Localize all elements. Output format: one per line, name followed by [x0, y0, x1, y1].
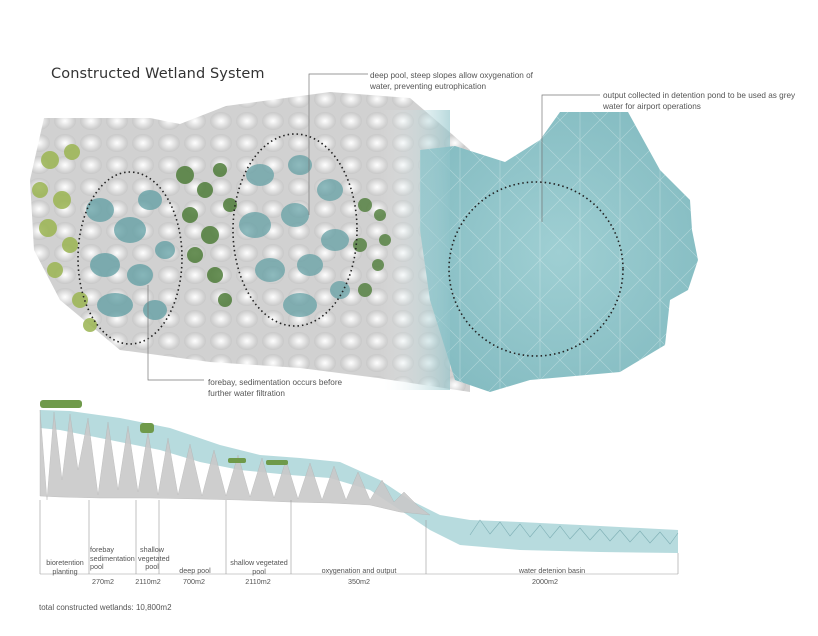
- zone-label-line: shallow vegetated: [230, 558, 288, 567]
- annotation-line: further water filtration: [208, 388, 285, 398]
- annotation-line: output collected in detention pond to be…: [603, 91, 796, 100]
- deep-pool-dotted-outline: [232, 133, 358, 327]
- wetland-membrane: [30, 92, 470, 392]
- zone-label-line: shallow: [140, 545, 164, 554]
- section-vegetation: [40, 400, 288, 465]
- zone-label-line: oxygenation and output: [321, 566, 397, 575]
- zone-area-shallow-vegetated-2: 2110m2: [245, 577, 271, 586]
- annotation-line: water for airport operations: [603, 101, 701, 111]
- zone-label-line: pool: [90, 562, 104, 571]
- zone-label-line: water detenion basin: [518, 566, 586, 575]
- zone-label-line: bioretention: [46, 558, 84, 567]
- zone-label-line: pool: [145, 562, 159, 571]
- zone-area-forebay: 270m2: [92, 577, 114, 586]
- detention-basin-dotted-outline: [448, 181, 624, 357]
- forebay-annotation: forebay, sedimentation occurs before fur…: [208, 378, 342, 399]
- output-leader: [541, 94, 600, 222]
- annotation-line: forebay, sedimentation occurs before: [208, 378, 343, 387]
- deep-pool: [239, 155, 350, 317]
- zone-label-line: planting: [52, 566, 78, 576]
- zone-label-line: forebay: [90, 545, 114, 554]
- zone-label-bioretention: bioretention planting: [42, 558, 88, 576]
- deep-pool-annotation: deep pool, steep slopes allow oxygenatio…: [370, 71, 533, 92]
- zone-label-detention-basin: water detenion basin: [428, 566, 676, 576]
- page-title: Constructed Wetland System: [51, 66, 265, 82]
- annotation-line: deep pool, steep slopes allow oxygenatio…: [370, 71, 533, 80]
- zone-label-line: sedimentation: [90, 553, 135, 563]
- zone-label-deep-pool: deep pool: [170, 566, 220, 576]
- zone-area-shallow-vegetated: 2110m2: [135, 577, 161, 586]
- output-annotation: output collected in detention pond to be…: [603, 91, 795, 112]
- deep-pool-leader: [308, 73, 368, 215]
- shallow-vegetated-pool: [176, 163, 237, 307]
- shallow-vegetated-pool-2: [353, 198, 391, 297]
- zone-label-shallow-vegetated: shallow vegetated pool: [138, 545, 170, 572]
- zone-label-line: pool: [252, 566, 266, 576]
- zone-area-detention-basin: 2000m2: [532, 577, 558, 586]
- zone-label-line: deep pool: [179, 566, 211, 575]
- zone-label-oxygenation: oxygenation and output: [293, 566, 425, 576]
- wetland-plan-view: [30, 73, 698, 392]
- section-membrane: [39, 409, 431, 516]
- zone-label-line: vegetated: [138, 553, 170, 563]
- forebay-leader: [147, 285, 204, 381]
- forebay-dotted-outline: [77, 171, 183, 345]
- forebay-pool: [86, 190, 175, 320]
- section-basin-ripples: [469, 519, 679, 545]
- zone-label-shallow-vegetated-2: shallow vegetated pool: [228, 558, 290, 576]
- zone-area-oxygenation: 350m2: [348, 577, 370, 586]
- zone-dividers: [39, 500, 679, 575]
- annotation-line: water, preventing eutrophication: [370, 81, 487, 91]
- bioretention-vegetation: [32, 144, 97, 332]
- zone-area-deep-pool: 700m2: [183, 577, 205, 586]
- zone-label-forebay: forebay sedimentation pool: [90, 545, 135, 572]
- total-area: total constructed wetlands: 10,800m2: [39, 603, 172, 612]
